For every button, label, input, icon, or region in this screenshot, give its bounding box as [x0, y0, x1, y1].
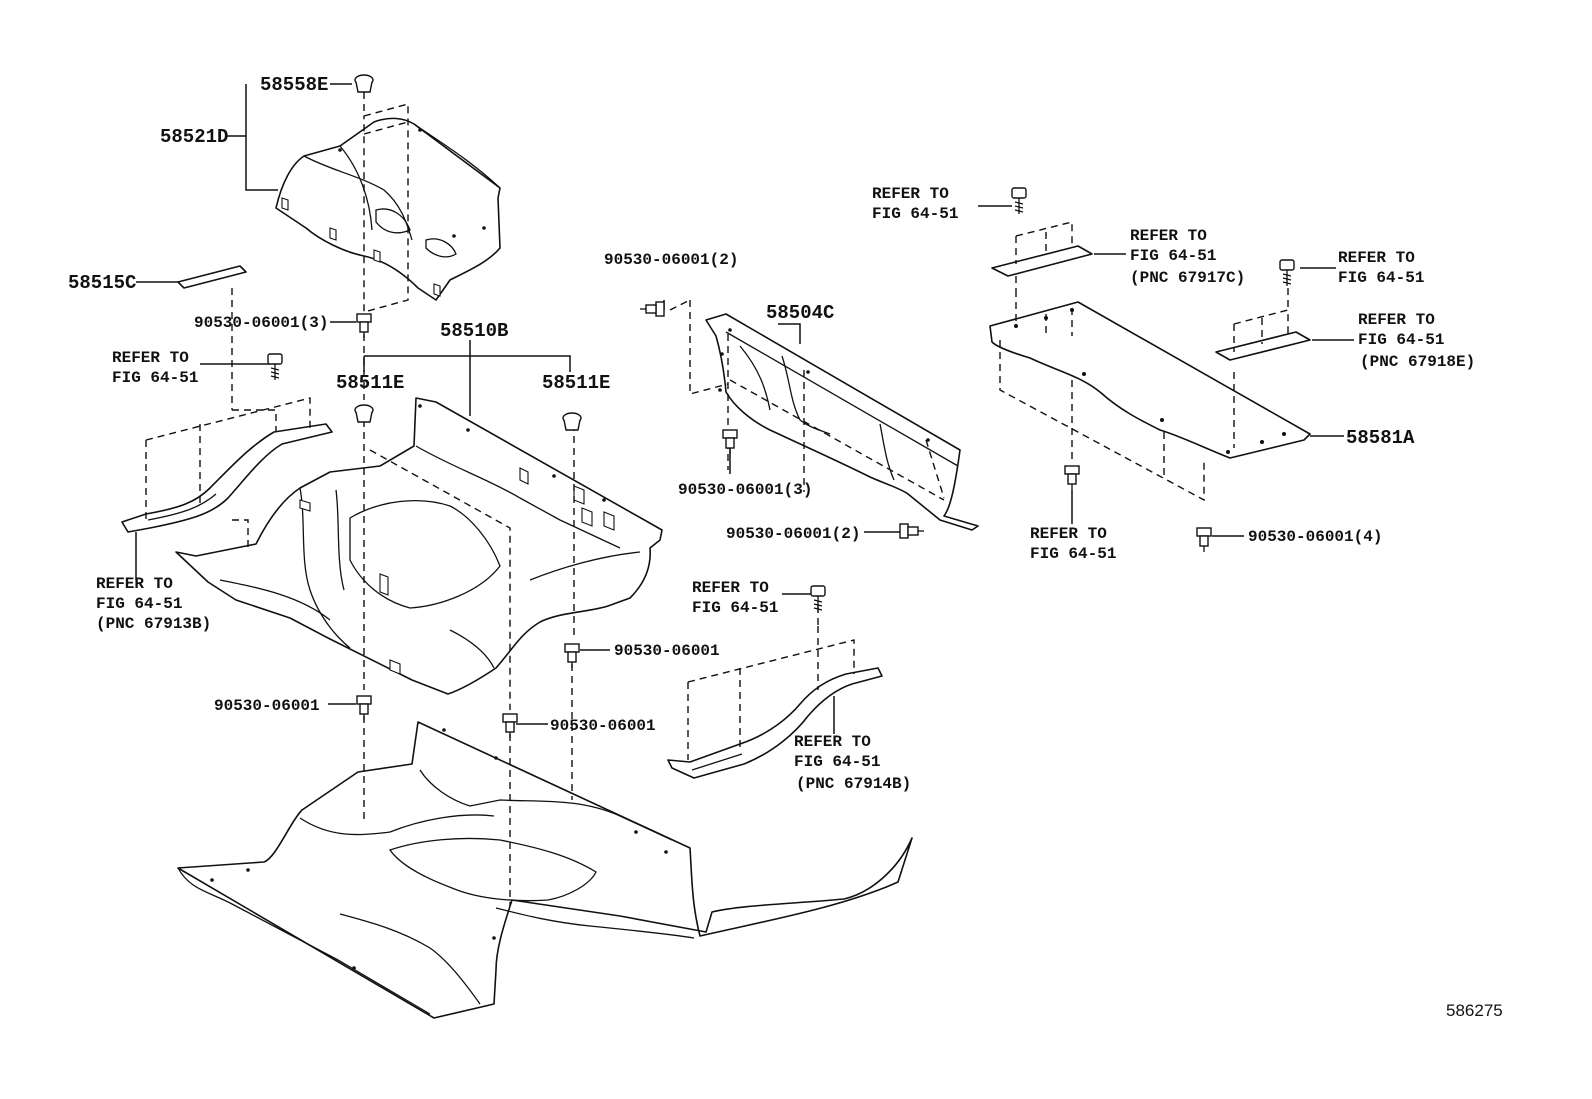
sill-trim-right	[667, 667, 883, 779]
label-clip-mid-2: 90530-06001(2)	[726, 525, 860, 543]
label-clip-floor-mid: 90530-06001	[550, 717, 656, 735]
silencer-58521d	[275, 117, 501, 301]
label-refer-right-top-2: FIG 64-51	[872, 205, 958, 223]
grommet-plug-icon	[562, 412, 582, 431]
dash-line	[369, 449, 511, 906]
dash-line	[571, 424, 575, 800]
clip-fastener-icon	[356, 313, 372, 338]
clip-fastener-icon	[564, 643, 580, 668]
label-refer-right-c-1: REFER TO	[1130, 227, 1207, 245]
label-58511e-left: 58511E	[336, 372, 404, 394]
dash-67917c	[1015, 221, 1073, 290]
label-refer-mid-lower-3: (PNC 67914B)	[796, 775, 911, 793]
label-refer-right-e-2: FIG 64-51	[1358, 331, 1444, 349]
label-refer-left-lower-1: REFER TO	[96, 575, 173, 593]
silencer-58504c	[705, 313, 979, 531]
sill-trim-left	[121, 423, 333, 533]
label-clip-mid-3: 90530-06001(3)	[678, 481, 812, 499]
clip-fastener-icon	[502, 713, 518, 738]
label-refer-left-lower-3: (PNC 67913B)	[96, 615, 211, 633]
dash-sill-left	[145, 397, 311, 548]
silencer-58581a	[989, 301, 1311, 459]
label-clip-right-4: 90530-06001(4)	[1248, 528, 1382, 546]
strip-58515c	[177, 265, 247, 289]
label-refer-mid-1: REFER TO	[692, 579, 769, 597]
bracket-67918e	[1215, 331, 1311, 361]
label-58511e-right: 58511E	[542, 372, 610, 394]
clip-fastener-icon	[899, 523, 924, 539]
grommet-plug-icon	[354, 74, 374, 93]
dash-line	[232, 409, 277, 432]
label-refer-mid-2: FIG 64-51	[692, 599, 778, 617]
floor-silencer-58510b	[175, 397, 663, 695]
label-refer-left-upper-2: FIG 64-51	[112, 369, 198, 387]
label-clip-mid-top-2: 90530-06001(2)	[604, 251, 738, 269]
dash-67918e	[1233, 288, 1289, 352]
clip-fastener-icon	[1196, 527, 1212, 552]
dash-box-58521d	[363, 103, 409, 313]
clip-fastener-icon	[640, 301, 665, 317]
label-refer-right-bottom-1: REFER TO	[1030, 525, 1107, 543]
label-refer-right-c-3: (PNC 67917C)	[1130, 269, 1245, 287]
label-refer-left-upper-1: REFER TO	[112, 349, 189, 367]
body-floor-pan	[177, 721, 913, 1019]
label-clip-floor-right: 90530-06001	[614, 642, 720, 660]
figure-number: 586275	[1446, 1001, 1503, 1020]
label-58581a: 58581A	[1346, 427, 1415, 449]
bolt-fastener-icon	[810, 585, 826, 612]
bracket-67917c	[991, 245, 1093, 277]
label-58510b: 58510B	[440, 320, 508, 342]
dash-line	[363, 121, 409, 135]
grommet-plug-icon	[354, 404, 374, 423]
label-refer-mid-lower-1: REFER TO	[794, 733, 871, 751]
dash-sill-right	[687, 626, 855, 760]
label-refer-right-c-2: FIG 64-51	[1130, 247, 1216, 265]
label-clip-floor-left: 90530-06001	[214, 697, 320, 715]
label-clip-top-3: 90530-06001(3)	[194, 314, 328, 332]
label-refer-left-lower-2: FIG 64-51	[96, 595, 182, 613]
label-refer-right-1: REFER TO	[1338, 249, 1415, 267]
label-refer-right-e-3: (PNC 67918E)	[1360, 353, 1475, 371]
bolt-fastener-icon	[1279, 259, 1295, 286]
label-58558e: 58558E	[260, 74, 328, 96]
clip-fastener-icon	[1064, 465, 1080, 490]
dash-58581a	[999, 290, 1235, 502]
label-refer-right-top-1: REFER TO	[872, 185, 949, 203]
label-refer-mid-lower-2: FIG 64-51	[794, 753, 880, 771]
label-refer-right-bottom-2: FIG 64-51	[1030, 545, 1116, 563]
clip-fastener-icon	[722, 429, 738, 454]
clip-fastener-icon	[356, 695, 372, 720]
bolt-fastener-icon	[1011, 187, 1027, 214]
dash-58504c	[689, 300, 945, 501]
label-58521d: 58521D	[160, 126, 228, 148]
bolt-fastener-icon	[267, 353, 283, 380]
dash-line	[669, 299, 691, 311]
label-refer-right-e-1: REFER TO	[1358, 311, 1435, 329]
label-58515c: 58515C	[68, 272, 136, 294]
label-58504c: 58504C	[766, 302, 834, 324]
leader-lines	[135, 83, 1354, 734]
label-refer-right-2: FIG 64-51	[1338, 269, 1424, 287]
